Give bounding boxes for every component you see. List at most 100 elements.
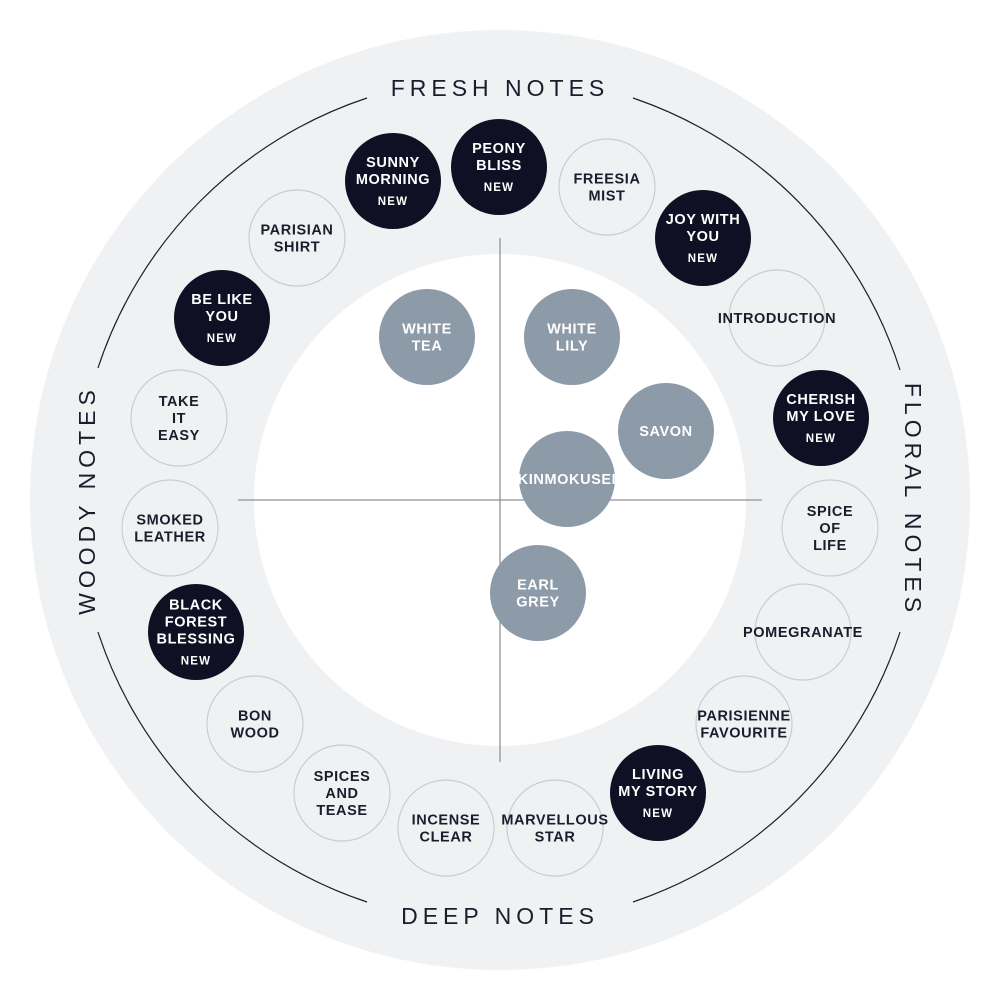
bubble-circle: [506, 779, 604, 877]
bubble-label-line: IT: [172, 411, 186, 427]
bubble-label-line: TEASE: [316, 803, 367, 819]
bubble-label-line: PARISIENNE: [697, 709, 791, 725]
bubble-label-line: POMEGRANATE: [743, 625, 863, 641]
arc-top-right: [632, 97, 901, 371]
outer-fragrance-bubbles: SUNNYMORNINGNEWPEONYBLISSNEWFREESIAMISTJ…: [121, 119, 879, 877]
bubble-label-line: YOU: [205, 309, 238, 325]
bubble-circle: [524, 289, 620, 385]
axes: [238, 238, 762, 762]
bubble-label-line: FAVOURITE: [700, 726, 787, 742]
bubble-circle: [174, 270, 270, 366]
bubble-label-line: AND: [325, 786, 358, 802]
bubble-label-line: WHITE: [547, 322, 597, 338]
bubble-circle: [293, 744, 391, 842]
bubble-label-line: BLISS: [476, 158, 522, 174]
fragrance-bubble-introduction[interactable]: INTRODUCTION: [718, 269, 836, 367]
bubble-circle: [130, 369, 228, 467]
bubble-label-line: STAR: [535, 830, 576, 846]
bubble-label-line: PARISIAN: [260, 223, 333, 239]
bubble-label-line: BLACK: [169, 598, 223, 614]
bubble-label-line: BON: [238, 709, 272, 725]
bubble-label-line: LEATHER: [134, 530, 206, 546]
bubble-circle: [121, 479, 219, 577]
fresh-notes-label: FRESH NOTES: [391, 75, 610, 101]
bubble-circle: [248, 189, 346, 287]
bubble-label-line: EASY: [158, 428, 200, 444]
bubble-label-line: CHERISH: [786, 392, 855, 408]
bubble-label-line: SUNNY: [366, 155, 420, 171]
bubble-circle: [754, 583, 852, 681]
bubble-circle: [519, 431, 615, 527]
ring-arc-lines: [97, 97, 901, 903]
bubble-circle: [655, 190, 751, 286]
bubble-circle: [695, 675, 793, 773]
bubble-circle: [206, 675, 304, 773]
bubble-label-line: BLESSING: [157, 632, 236, 648]
bubble-label-line: JOY WITH: [666, 212, 741, 228]
bubble-circle: [148, 584, 244, 680]
bubble-label-line: MY LOVE: [786, 409, 855, 425]
bubble-circle: [558, 138, 656, 236]
bubble-circle: [397, 779, 495, 877]
bubble-label-line: WOOD: [230, 726, 279, 742]
fragrance-bubble-pomegranate[interactable]: POMEGRANATE: [743, 583, 863, 681]
bubble-label-line: MARVELLOUS: [501, 813, 608, 829]
arc-bottom-left: [97, 631, 368, 903]
bubble-label-line: EARL: [517, 578, 559, 594]
bubble-label-line: PEONY: [472, 141, 526, 157]
new-badge: NEW: [181, 656, 211, 668]
bubble-label-line: SAVON: [639, 424, 693, 440]
bubble-label-line: INTRODUCTION: [718, 311, 836, 327]
bubble-circle: [490, 545, 586, 641]
new-badge: NEW: [806, 433, 836, 445]
bubble-circle: [781, 479, 879, 577]
fragrance-bubble-kinmokusei[interactable]: KINMOKUSEI: [518, 431, 617, 527]
bubble-label-line: KINMOKUSEI: [518, 472, 617, 488]
bubble-label-line: OF: [819, 521, 840, 537]
bubble-label-line: FOREST: [165, 615, 227, 631]
bubble-label-line: FREESIA: [573, 172, 640, 188]
arc-top-left: [97, 97, 368, 369]
bubble-label-line: SPICES: [314, 769, 371, 785]
bubble-label-line: MIST: [588, 189, 625, 205]
deep-notes-label: DEEP NOTES: [401, 903, 599, 929]
bubble-label-line: SHIRT: [274, 240, 321, 256]
bubble-label-line: TEA: [412, 339, 443, 355]
new-badge: NEW: [207, 333, 237, 345]
bubble-circle: [773, 370, 869, 466]
bubble-label-line: YOU: [686, 229, 719, 245]
bubble-label-line: GREY: [516, 595, 560, 611]
fragrance-bubble-savon[interactable]: SAVON: [618, 383, 714, 479]
new-badge: NEW: [378, 196, 408, 208]
bubble-label-line: CLEAR: [420, 830, 473, 846]
arc-bottom-right: [632, 631, 901, 903]
bubble-label-line: BE LIKE: [191, 292, 252, 308]
bubble-label-line: LIFE: [813, 538, 847, 554]
bubble-label-line: MY STORY: [618, 784, 697, 800]
bubble-label-line: LIVING: [632, 767, 684, 783]
new-badge: NEW: [484, 182, 514, 194]
new-badge: NEW: [643, 808, 673, 820]
bubble-label-line: INCENSE: [412, 813, 481, 829]
